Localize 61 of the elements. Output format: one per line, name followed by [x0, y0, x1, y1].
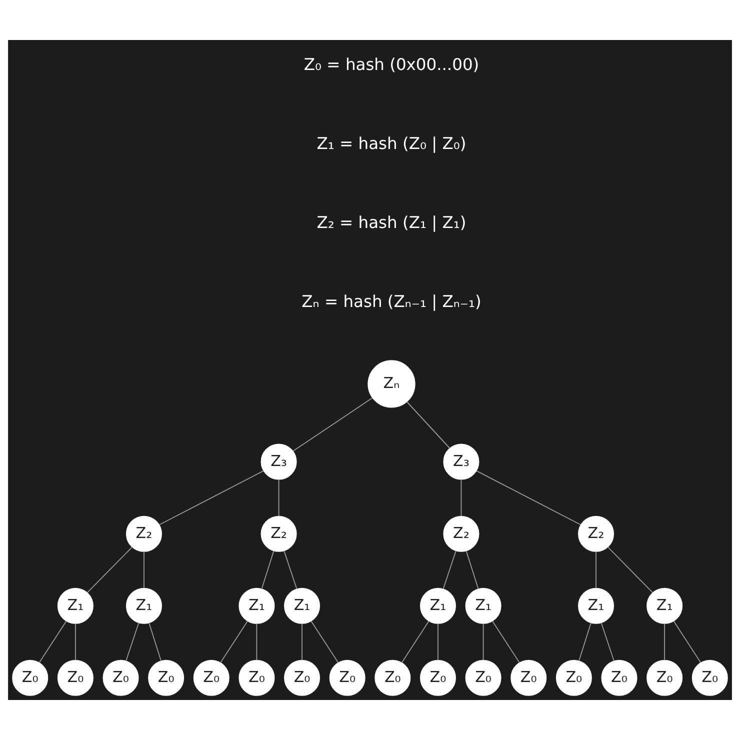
node-circle: Z₀	[57, 660, 94, 696]
node-circle: Z₁	[238, 588, 275, 624]
node-circle: Z₀	[148, 660, 184, 696]
node-circle: Z₀	[556, 660, 592, 696]
node-circle: Z₂	[443, 516, 480, 552]
node-circle: Z₂	[578, 516, 614, 552]
node-circle: Z₀	[646, 660, 683, 696]
node-circle: Z₁	[420, 588, 456, 624]
node-circle: Z₀	[510, 660, 547, 696]
connector	[38, 620, 67, 664]
node-circle: Z₀	[12, 660, 48, 696]
connector	[492, 620, 520, 664]
label: Z₀ = hash (0x00...00)	[304, 54, 480, 74]
label: Zₙ = hash (Zₙ₋₁ | Zₙ₋₁)	[302, 292, 482, 311]
node-circle: Z₁	[284, 588, 320, 624]
node-circle: Z₀	[692, 660, 728, 696]
node-circle: Z₁	[126, 588, 162, 624]
node-circle: Z₃	[260, 444, 297, 480]
connector	[310, 620, 339, 664]
node-circle: Z₂	[260, 516, 297, 552]
connector	[482, 623, 484, 661]
connector	[664, 623, 666, 661]
node-circle: Z₀	[374, 660, 411, 696]
node-circle: Z₁	[646, 588, 683, 624]
node-circle: Z₀	[102, 660, 139, 696]
node-circle: Z₁	[57, 588, 94, 624]
node-circle: Z₀	[329, 660, 366, 696]
connector	[148, 622, 162, 662]
connector	[220, 620, 248, 664]
connector	[278, 479, 280, 517]
connector	[476, 470, 582, 526]
label: Z₂ = hash (Z₁ | Z₁)	[316, 212, 466, 232]
connector	[607, 546, 654, 594]
connector	[256, 623, 258, 661]
connector	[292, 397, 373, 452]
connector	[578, 622, 592, 662]
connector	[401, 620, 430, 664]
node-circle: Z₀	[465, 660, 502, 696]
node-circle: Z₁	[578, 588, 614, 624]
connector	[466, 550, 479, 590]
node-circle: Z₁	[465, 588, 502, 624]
node-circle: Z₂	[126, 516, 162, 552]
connector	[86, 546, 133, 594]
node-circle: Z₃	[443, 444, 480, 480]
connector	[460, 479, 462, 517]
connector	[673, 620, 702, 664]
node-circle: Z₀	[193, 660, 230, 696]
connector	[406, 401, 450, 449]
node-circle: Z₀	[601, 660, 638, 696]
node-circle: Z₀	[284, 660, 320, 696]
node-circle: Zₙ	[368, 360, 416, 408]
label: Z₁ = hash (Z₀ | Z₀)	[316, 134, 466, 153]
connector	[126, 622, 140, 662]
connector	[284, 550, 298, 590]
connector	[442, 550, 456, 590]
connector	[261, 550, 274, 590]
connector	[158, 470, 264, 526]
node-circle: Z₀	[238, 660, 275, 696]
connector	[600, 622, 614, 662]
node-circle: Z₀	[420, 660, 456, 696]
connector	[74, 623, 76, 661]
